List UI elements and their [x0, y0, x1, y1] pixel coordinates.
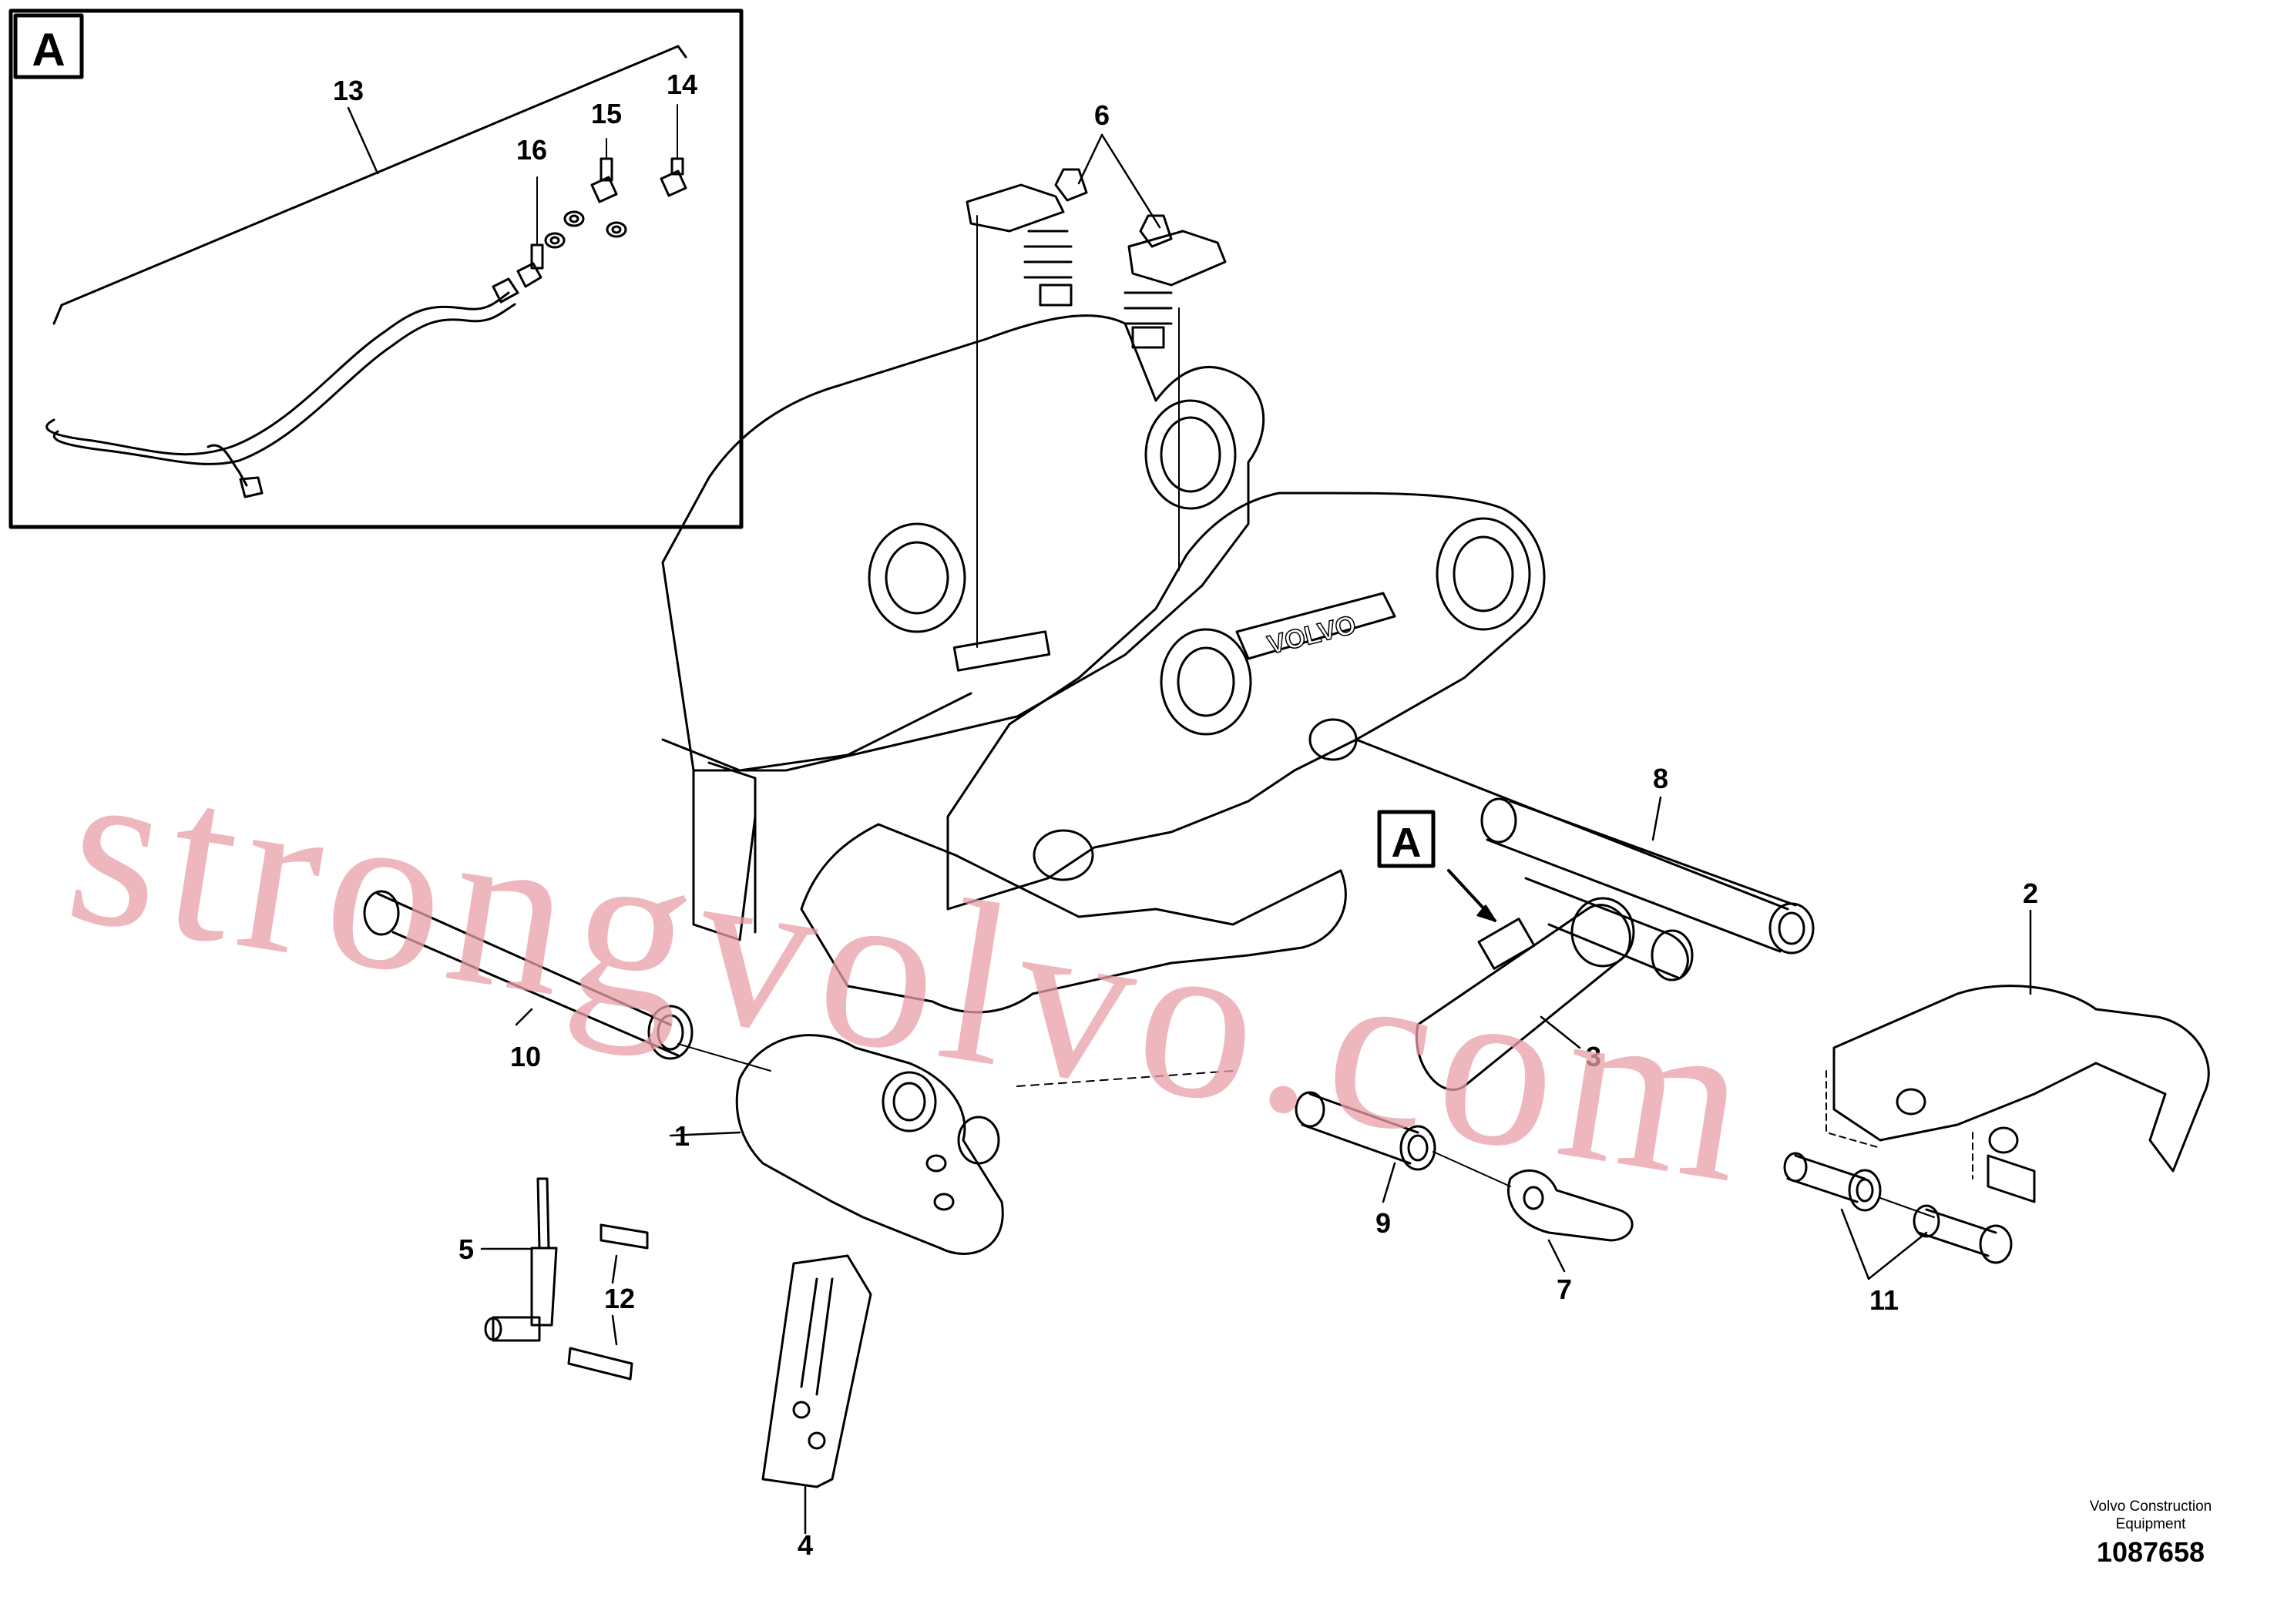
coupler-frame-rear-plate: [661, 314, 1265, 772]
callout-14: 14: [667, 69, 697, 100]
gas-spring-5: [484, 1177, 558, 1342]
footer-document-number: 1087658: [2096, 1536, 2205, 1568]
callout-leaders: [347, 106, 2032, 1535]
connector-12: [567, 1223, 649, 1381]
watermark-text: strongvolvo.com: [54, 713, 1772, 1232]
fitting-14: [660, 104, 687, 197]
callout-7: 7: [1557, 1273, 1572, 1305]
callout-numbers: 1 2 3 4 5 6 7 8 9 10 11 12 13 14 15 16: [333, 69, 2038, 1561]
inset-a-label: A: [32, 24, 65, 75]
callout-2: 2: [2023, 877, 2038, 909]
latch-plate-4: [761, 1254, 872, 1488]
lock-valve-right: [1123, 214, 1227, 349]
callout-15: 15: [591, 98, 622, 129]
hook-7: [1506, 1169, 1634, 1242]
hose-line-13: [45, 45, 687, 498]
locking-hook-2: [1825, 985, 2210, 1203]
pin-8: [1355, 738, 1815, 955]
volvo-logo-plate: VOLVO: [1235, 592, 1396, 661]
callout-16: 16: [516, 134, 547, 166]
detail-a-leader: [1377, 810, 1496, 922]
locking-hook-1: [735, 1034, 1004, 1255]
callout-1: 1: [674, 1120, 690, 1152]
washers: [544, 210, 627, 249]
callout-3: 3: [1586, 1041, 1601, 1072]
callout-5: 5: [458, 1233, 474, 1265]
fitting-16: [516, 176, 544, 288]
plate-slot: [952, 215, 1180, 672]
callout-11: 11: [1869, 1284, 1899, 1316]
callout-4: 4: [798, 1529, 813, 1561]
lock-valve-left: [966, 168, 1088, 307]
callout-13: 13: [333, 75, 364, 106]
footer-company-name: Volvo Construction Equipment: [2089, 1498, 2212, 1532]
callout-10: 10: [510, 1041, 541, 1072]
dashed-link: [1016, 1070, 1234, 1087]
frame-lower-jaw: [692, 761, 1347, 1014]
fitting-15: [590, 138, 618, 203]
callout-8: 8: [1653, 763, 1668, 794]
coupler-frame-front-plate: [946, 492, 1546, 911]
inset-a-frame: [8, 8, 744, 529]
callout-9: 9: [1375, 1207, 1391, 1239]
bushings-11: [1783, 1152, 2013, 1264]
callout-6: 6: [1094, 99, 1110, 131]
detail-a-label: A: [1392, 820, 1422, 866]
callout-12: 12: [604, 1283, 635, 1314]
frame-logo-text: VOLVO: [1265, 610, 1359, 660]
pin-10: [363, 890, 771, 1072]
pin-9: [1295, 1091, 1511, 1187]
